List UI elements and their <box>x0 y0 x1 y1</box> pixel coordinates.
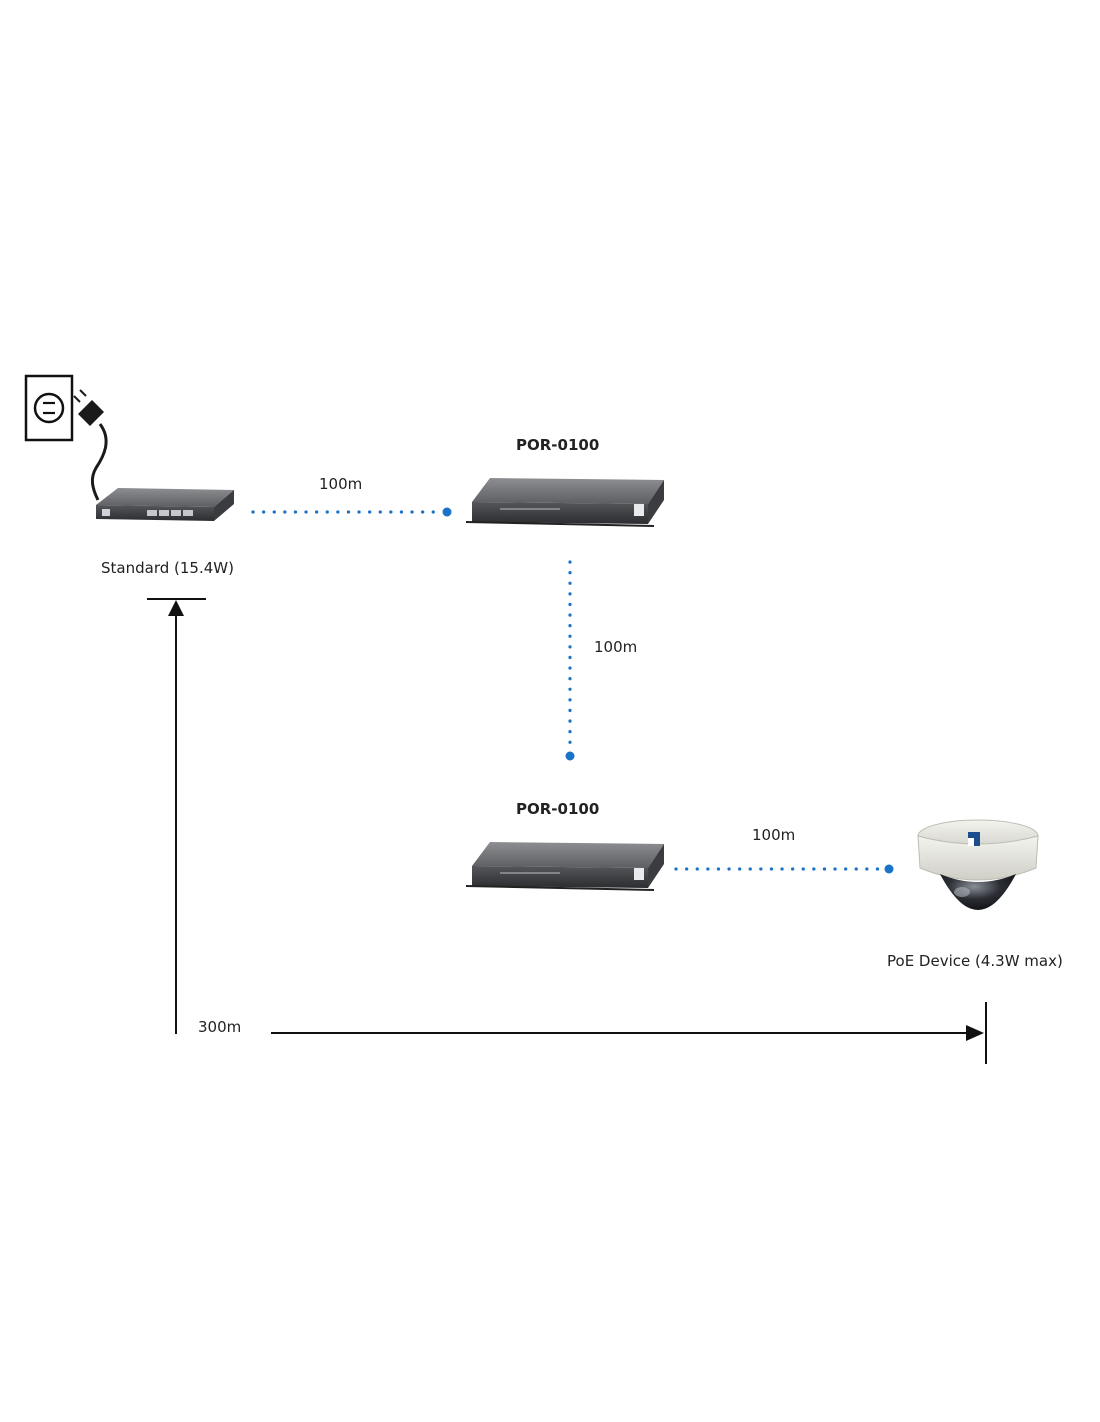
poe-repeater-1 <box>465 478 664 527</box>
dome-camera-icon <box>917 819 1039 910</box>
repeater-1-title: POR-0100 <box>516 436 600 454</box>
link-2-distance: 100m <box>594 638 638 656</box>
switch-label: Standard (15.4W) <box>101 559 234 577</box>
power-plug-icon <box>73 389 108 501</box>
distance-arrow <box>147 598 987 1064</box>
poe-switch-icon <box>96 488 234 521</box>
repeater-2-title: POR-0100 <box>516 800 600 818</box>
link-repeater-2-to-camera <box>674 864 894 874</box>
link-switch-to-repeater-1 <box>251 507 452 517</box>
link-repeater-1-to-repeater-2 <box>565 560 575 761</box>
link-3-distance: 100m <box>752 826 796 844</box>
camera-label: PoE Device (4.3W max) <box>887 952 1063 970</box>
total-distance-label: 300m <box>198 1018 242 1036</box>
poe-repeater-2 <box>465 842 664 891</box>
link-1-distance: 100m <box>319 475 363 493</box>
power-outlet-icon <box>24 374 74 442</box>
